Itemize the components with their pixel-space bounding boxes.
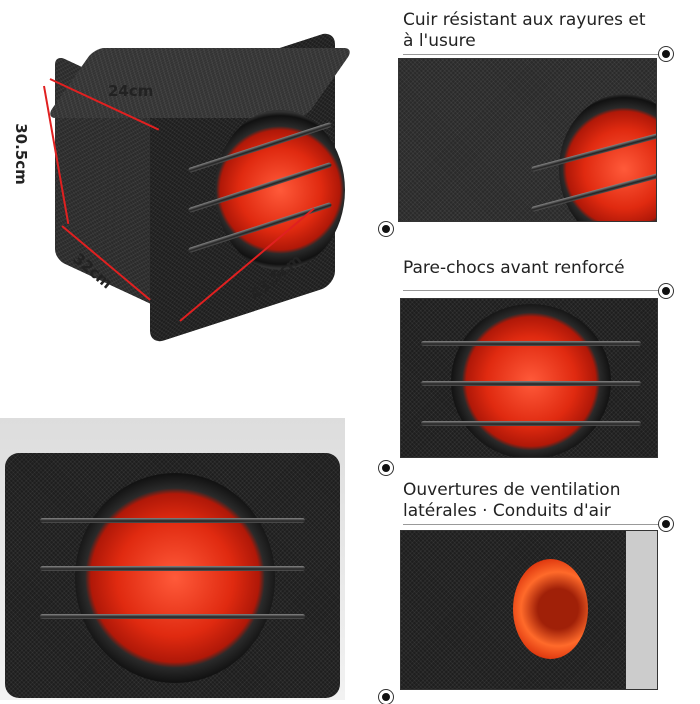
- depth-label: 24cm: [108, 82, 154, 100]
- feature-photo-bumper: [400, 298, 658, 458]
- target-icon: [379, 690, 393, 704]
- product-main-view: 24cm 30.5cm 32cm 43.5cm: [0, 0, 390, 400]
- target-icon: [659, 284, 673, 298]
- target-icon: [379, 461, 393, 475]
- target-icon: [379, 222, 393, 236]
- feature-photo-vents: [400, 530, 658, 690]
- product-front-photo: [0, 418, 345, 700]
- height-label: 30.5cm: [11, 123, 30, 185]
- feature-photo-leather: [398, 58, 657, 222]
- feature-title-vents: Ouvertures de ventilation latérales · Co…: [403, 480, 621, 521]
- target-icon: [659, 517, 673, 531]
- feature-title-bumper: Pare-chocs avant renforcé: [403, 258, 625, 278]
- feature-title-leather: Cuir résistant aux rayures et à l'usure: [403, 10, 646, 51]
- target-icon: [659, 47, 673, 61]
